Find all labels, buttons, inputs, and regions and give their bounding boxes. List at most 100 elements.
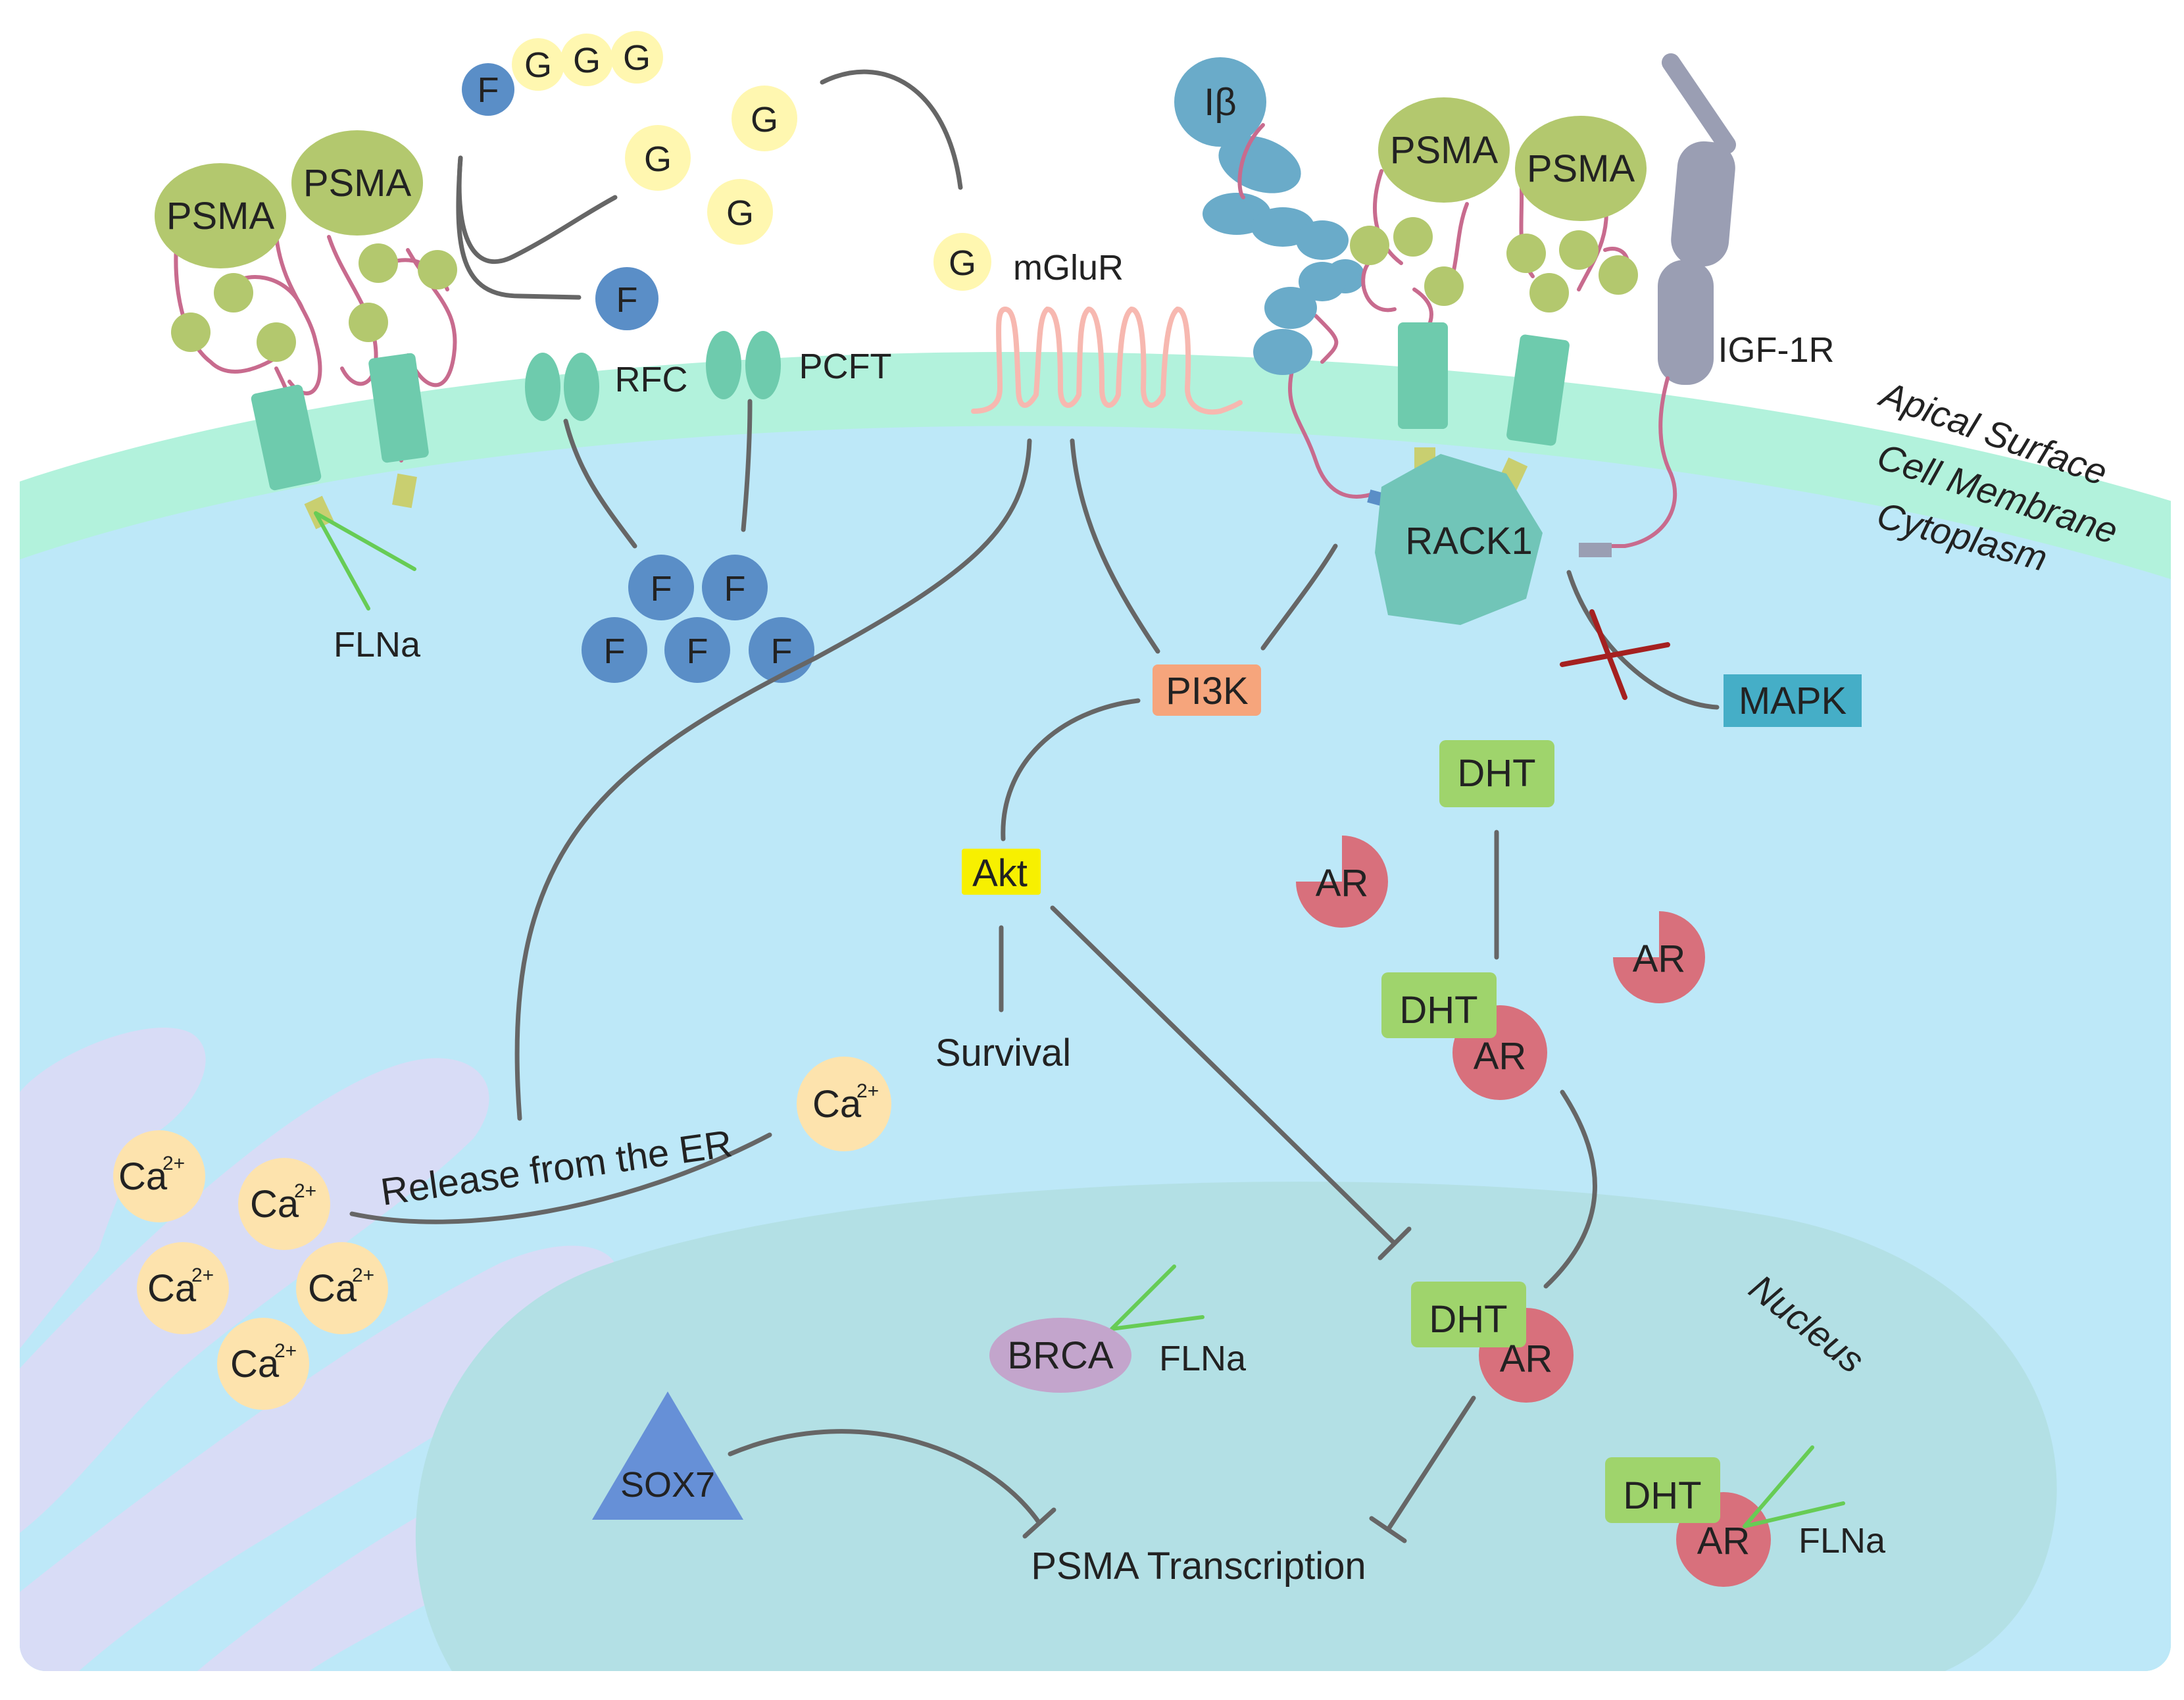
svg-text:2+: 2+ — [191, 1264, 214, 1286]
released-calcium-ion — [797, 1057, 891, 1151]
mapk-box — [1724, 674, 1862, 727]
rack1-protein — [1375, 454, 1543, 625]
svg-text:2+: 2+ — [274, 1340, 297, 1362]
pi3k-label: PI3K — [1166, 670, 1249, 712]
svg-text:2+: 2+ — [856, 1080, 879, 1102]
calcium-ion — [217, 1318, 309, 1410]
svg-text:Ca: Ca — [812, 1083, 862, 1126]
svg-text:Ca: Ca — [230, 1343, 280, 1386]
er-release-arrow — [349, 1132, 772, 1224]
glutamate — [707, 179, 773, 245]
svg-text:G: G — [524, 45, 552, 85]
glutamate — [732, 86, 797, 151]
mapk-label: MAPK — [1739, 680, 1847, 722]
pcft-transporter — [706, 331, 781, 399]
flna-label: FLNa — [1159, 1339, 1247, 1378]
psma-protein — [291, 130, 423, 236]
psma-protein — [155, 163, 286, 268]
psma-dimer-right: PSMA PSMA — [1350, 97, 1647, 494]
svg-text:G: G — [623, 38, 651, 78]
psma-label: PSMA — [1390, 129, 1499, 172]
rfc-import-arrow — [563, 418, 637, 549]
psma-label: PSMA — [166, 195, 275, 238]
sox7-inhibits-transcription-line — [728, 1429, 1056, 1539]
rfc-label: RFC — [615, 360, 688, 399]
svg-text:F: F — [604, 632, 626, 671]
svg-text:BRCA: BRCA — [1007, 1334, 1113, 1377]
akt-inhibits-dht-ar-line — [1050, 905, 1412, 1261]
folate-polyglutamate: G G G F — [462, 31, 663, 116]
pcft-label: PCFT — [799, 347, 892, 386]
svg-text:F: F — [651, 569, 672, 609]
nucleus — [415, 1182, 2057, 1671]
mapk-block-mark — [1560, 609, 1670, 700]
svg-text:F: F — [478, 70, 499, 110]
sox7-label: SOX7 — [620, 1465, 715, 1505]
intracellular-folate-cluster: F F F F F — [582, 555, 814, 683]
glutamate-bound — [933, 233, 991, 291]
glutamate-bound-label: G — [949, 243, 976, 283]
ar-label: AR — [1316, 862, 1369, 905]
svg-text:AR: AR — [1500, 1338, 1553, 1380]
svg-text:2+: 2+ — [294, 1180, 316, 1202]
complex-to-nucleus-arrow — [1543, 1089, 1597, 1289]
pi3k-box — [1153, 664, 1261, 716]
cleavage-arrow-folate — [456, 155, 582, 300]
svg-text:G: G — [573, 41, 601, 80]
rack1-to-mapk-arrow — [1566, 570, 1720, 710]
svg-text:AR: AR — [1697, 1520, 1750, 1562]
endoplasmic-reticulum — [20, 1028, 619, 1671]
akt-label: Akt — [972, 852, 1028, 895]
sox7-protein — [592, 1391, 743, 1520]
svg-text:F: F — [771, 632, 793, 671]
psma-transmembrane-domain — [368, 353, 429, 463]
dht-ar-flna-complex: DHT AR — [1605, 1445, 1845, 1587]
survival-label: Survival — [935, 1032, 1071, 1074]
calcium-ion — [137, 1242, 229, 1334]
rack1-label: RACK1 — [1405, 520, 1532, 562]
svg-text:2+: 2+ — [162, 1153, 185, 1174]
free-glutamate-group: G G G — [625, 86, 797, 245]
cell — [20, 351, 2171, 1671]
svg-text:G: G — [726, 193, 754, 233]
psma-dimer-left: PSMA PSMA — [155, 130, 457, 611]
psma-label: PSMA — [1527, 147, 1635, 190]
cleavage-arrow-glutamate — [457, 155, 618, 264]
svg-text:DHT: DHT — [1399, 989, 1477, 1032]
mglur-label: mGluR — [1013, 248, 1124, 288]
mglur-receptor — [971, 306, 1243, 415]
psma-transcription-label: PSMA Transcription — [1031, 1545, 1366, 1588]
psma-protein — [1515, 116, 1647, 221]
rack1-to-pi3k-arrow — [1260, 543, 1338, 651]
ar-label: AR — [1633, 938, 1686, 980]
mglur-to-pi3k-arrow — [1070, 438, 1160, 654]
folate — [595, 267, 658, 330]
svg-text:DHT: DHT — [1623, 1474, 1701, 1517]
svg-text:F: F — [687, 632, 708, 671]
svg-text:G: G — [751, 100, 778, 139]
dht-ar-complex-nucleus: DHT AR — [1411, 1282, 1574, 1403]
glutamate-to-mglur-arrow — [820, 69, 963, 190]
flna-label: FLNa — [1799, 1521, 1886, 1561]
pcft-import-arrow — [741, 399, 753, 532]
dht-ar-inhibits-transcription-line — [1369, 1395, 1476, 1543]
psma-transmembrane-domain — [251, 384, 322, 491]
flna-label: FLNa — [334, 625, 421, 664]
dht-label: DHT — [1457, 752, 1535, 795]
psma-label: PSMA — [303, 162, 412, 205]
svg-text:G: G — [644, 139, 672, 179]
rfc-transporter — [525, 353, 599, 421]
ibeta-label: Iβ — [1204, 81, 1236, 124]
folate-label: F — [616, 280, 638, 320]
psma-transmembrane-domain — [1398, 322, 1448, 429]
calcium-ion — [238, 1158, 330, 1250]
dht-box — [1439, 740, 1554, 807]
pi3k-to-akt-arrow — [1001, 698, 1141, 841]
brca-flna-complex: BRCA — [989, 1264, 1204, 1393]
svg-text:Ca: Ca — [118, 1155, 168, 1198]
psma-transmembrane-domain — [1506, 334, 1570, 446]
svg-text:F: F — [724, 569, 746, 609]
flna-filament — [314, 511, 416, 611]
akt-box — [962, 849, 1041, 895]
igf1r-label: IGF-1R — [1718, 330, 1834, 370]
